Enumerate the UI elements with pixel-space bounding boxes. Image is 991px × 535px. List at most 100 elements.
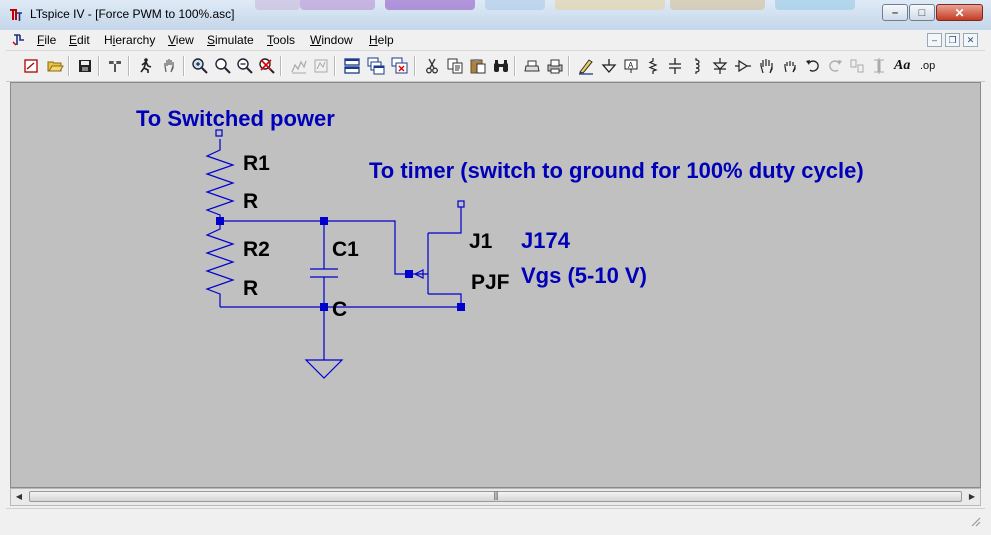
wire-gate[interactable] [220, 220, 409, 275]
move-icon[interactable] [758, 57, 776, 75]
menu-file[interactable]: File [37, 33, 56, 47]
control-panel-icon[interactable] [106, 57, 124, 75]
doc-close-button[interactable]: ✕ [963, 33, 978, 47]
resistor-icon[interactable] [644, 57, 662, 75]
r2-value[interactable]: R [243, 277, 258, 300]
menu-mnemonic: i [112, 33, 116, 47]
doc-minimize-button[interactable]: – [927, 33, 942, 47]
rotate-icon[interactable] [848, 57, 866, 75]
label-net-icon[interactable]: A [622, 57, 640, 75]
menu-simulate[interactable]: Simulate [207, 33, 254, 47]
ground-icon[interactable] [600, 57, 618, 75]
scroll-left-icon[interactable]: ◀ [15, 492, 23, 501]
minimize-button[interactable]: – [882, 4, 908, 21]
menu-hierarchy[interactable]: Hierarchy [104, 33, 155, 47]
label-to-timer[interactable]: To timer (switch to ground for 100% duty… [369, 158, 864, 183]
menu-tools[interactable]: Tools [267, 33, 295, 47]
zoom-cancel-icon[interactable] [258, 57, 276, 75]
scroll-thumb[interactable]: ||| [29, 490, 962, 502]
r1-ref[interactable]: R1 [243, 152, 270, 175]
capacitor-c1[interactable] [310, 221, 338, 307]
jfet-drain-source[interactable] [428, 207, 462, 307]
r1-value[interactable]: R [243, 190, 258, 213]
drag-icon[interactable] [781, 57, 799, 75]
new-schematic-icon[interactable] [22, 57, 40, 75]
toolbar-separator [568, 56, 570, 76]
label-to-switched-power[interactable]: To Switched power [136, 106, 335, 131]
c1-ref[interactable]: C1 [332, 238, 359, 261]
menu-mnemonic: V [168, 33, 176, 47]
menu-edit[interactable]: Edit [69, 33, 90, 47]
undo-icon[interactable] [804, 57, 822, 75]
zoom-out-icon[interactable] [236, 57, 254, 75]
menu-view[interactable]: View [168, 33, 194, 47]
background-tab [300, 0, 375, 10]
label-vgs[interactable]: Vgs (5-10 V) [521, 263, 647, 288]
spice-directive-icon[interactable]: .op [920, 60, 936, 72]
pan-hand-icon[interactable] [161, 57, 179, 75]
title-bar[interactable]: LTspice IV - [Force PWM to 100%.asc] – □… [0, 0, 991, 30]
diode-icon[interactable] [711, 57, 729, 75]
doc-restore-button[interactable]: ❐ [945, 33, 960, 47]
c1-value[interactable]: C [332, 298, 347, 321]
tile-vertical-icon[interactable] [312, 57, 330, 75]
close-windows-icon[interactable] [391, 57, 409, 75]
resize-grip-icon[interactable] [969, 515, 981, 527]
wires[interactable] [205, 129, 465, 379]
j1-value[interactable]: PJF [471, 271, 510, 294]
print-setup-icon[interactable] [523, 57, 541, 75]
open-icon[interactable] [46, 57, 64, 75]
component-icon[interactable] [734, 57, 752, 75]
tile-horizontal-icon[interactable] [290, 57, 308, 75]
maximize-button[interactable]: □ [909, 4, 935, 21]
print-icon[interactable] [546, 57, 564, 75]
toolbar: A Aa .op [6, 51, 985, 82]
scroll-grip-icon: ||| [493, 490, 498, 500]
ground-symbol[interactable] [304, 307, 344, 379]
minimize-icon: – [891, 6, 899, 19]
close-button[interactable]: ✕ [936, 4, 983, 21]
svg-text:A: A [628, 61, 634, 70]
menu-simulate-rest: imulate [215, 33, 254, 47]
ltspice-logo-icon[interactable] [8, 7, 24, 23]
tile-icon[interactable] [343, 57, 361, 75]
save-icon[interactable] [76, 57, 94, 75]
status-bar [6, 508, 985, 529]
background-tab [555, 0, 665, 10]
jfet-arrow [413, 269, 424, 279]
resistor-r1[interactable] [205, 139, 235, 221]
schematic-canvas[interactable]: To Switched power To timer (switch to gr… [10, 82, 981, 488]
cut-icon[interactable] [423, 57, 441, 75]
schematic-doc-icon[interactable] [11, 32, 27, 48]
cascade-icon[interactable] [367, 57, 385, 75]
draw-wire-icon[interactable] [577, 57, 595, 75]
resistor-r2[interactable] [205, 221, 235, 307]
menu-view-rest: iew [175, 33, 194, 47]
paste-icon[interactable] [469, 57, 487, 75]
redo-icon[interactable] [826, 57, 844, 75]
find-icon[interactable] [492, 57, 510, 75]
toolbar-separator [183, 56, 185, 76]
scroll-right-icon[interactable]: ▶ [968, 492, 976, 501]
net-flag-timer[interactable] [457, 200, 465, 208]
label-j174[interactable]: J174 [521, 228, 571, 253]
run-icon[interactable] [136, 57, 154, 75]
capacitor-icon[interactable] [666, 57, 684, 75]
r2-ref[interactable]: R2 [243, 238, 270, 261]
copy-icon[interactable] [446, 57, 464, 75]
junction-dots [216, 217, 465, 311]
j1-ref[interactable]: J1 [469, 230, 493, 253]
mirror-icon[interactable] [870, 57, 888, 75]
menu-help[interactable]: Help [369, 33, 394, 47]
net-flag-power[interactable] [215, 129, 223, 137]
menu-hierarchy-rest: erarchy [115, 33, 156, 47]
inductor-icon[interactable] [688, 57, 706, 75]
horizontal-scrollbar[interactable]: ◀ ||| ▶ [10, 488, 981, 506]
text-icon[interactable]: Aa [894, 58, 911, 73]
menu-window[interactable]: Window [310, 33, 353, 47]
zoom-area-icon[interactable] [191, 57, 209, 75]
menu-mnemonic: E [69, 33, 78, 47]
zoom-in-icon[interactable] [214, 57, 232, 75]
schematic-drawing[interactable]: To Switched power To timer (switch to gr… [11, 83, 980, 487]
